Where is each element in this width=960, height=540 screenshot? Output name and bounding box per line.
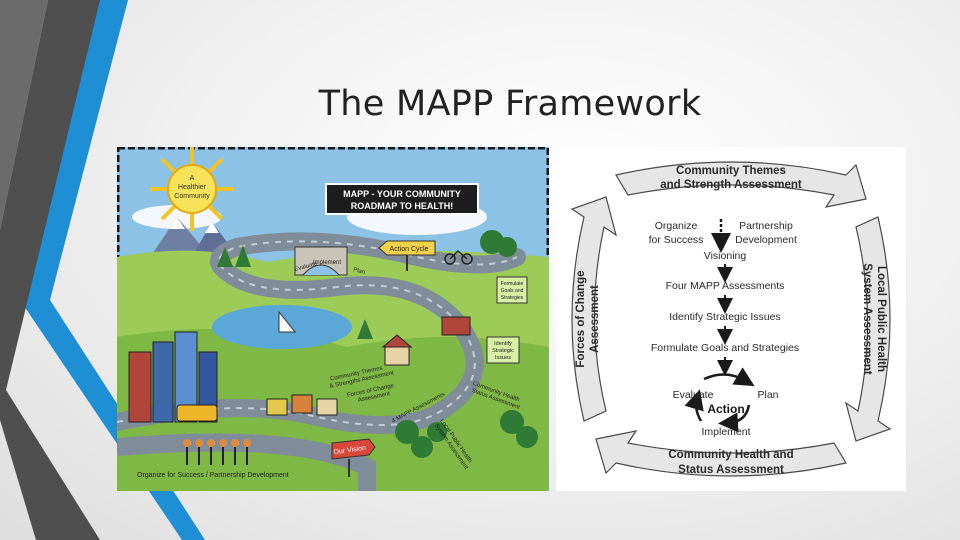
house — [441, 316, 471, 336]
trees — [217, 230, 538, 458]
formulate-sign-line: Strategies — [501, 295, 524, 301]
organize-label: for Success — [649, 234, 704, 246]
action-cycle-arrow — [703, 367, 755, 387]
gray-stripe — [0, 0, 48, 230]
visioning-label: Visioning — [704, 250, 747, 262]
building — [152, 341, 174, 423]
road-label-implement: Implement — [313, 260, 341, 266]
action-cycle-sign: Action Cycle — [378, 240, 436, 271]
people-heads — [183, 439, 251, 447]
cycle-arrow-bottom — [595, 430, 847, 477]
our-vision-label: Our Vision — [333, 445, 366, 456]
cycle-arrow-right — [845, 216, 892, 442]
road-bottom — [116, 433, 376, 491]
action-cycle-label: Action Cycle — [390, 246, 429, 253]
house — [384, 346, 410, 366]
road-label-plan: Plan — [352, 267, 365, 276]
top-arrow-label: and Strength Assessment — [660, 179, 802, 191]
house — [291, 394, 313, 414]
people — [186, 447, 248, 465]
roadmap-banner: MAPP - YOUR COMMUNITY ROADMAP TO HEALTH! — [325, 183, 479, 215]
house — [266, 398, 288, 416]
formulate-sign: Formulate Goals and Strategies — [496, 276, 528, 304]
cycle-arrow-left — [570, 196, 617, 422]
formulate-sign-line: Formulate — [501, 281, 524, 287]
bottom-arrow-label: Status Assessment — [678, 464, 784, 476]
organize-label: Organize — [655, 220, 698, 232]
partnership-label: Partnership — [739, 220, 793, 232]
formulate-label: Formulate Goals and Strategies — [651, 342, 799, 354]
school-bus — [176, 404, 218, 422]
banner-line: MAPP - YOUR COMMUNITY — [343, 189, 461, 199]
bottom-arrow-label: Community Health and — [668, 449, 793, 461]
mapp-cycle-diagram: Community Themes and Strength Assessment… — [556, 147, 906, 491]
bridge-arch — [302, 264, 340, 276]
four-mapp-label: Four MAPP Assessments — [666, 280, 785, 292]
our-vision-sign: Our Vision — [331, 438, 376, 477]
building — [128, 351, 152, 423]
action-cycle-arrow — [718, 404, 751, 433]
sun-label: A — [190, 175, 195, 182]
identify-sign-line: Issues — [495, 355, 511, 361]
identify-label: Identify Strategic Issues — [669, 311, 780, 323]
mountain-snow — [169, 217, 185, 229]
mountain-snow — [205, 222, 219, 233]
banner-line: ROADMAP TO HEALTH! — [351, 201, 454, 211]
identify-sign-line: Identify — [494, 341, 512, 347]
sun-icon: A Healthier Community — [150, 147, 234, 231]
dark-stripe — [0, 0, 100, 540]
bottom-caption: Organize for Success / Partnership Devel… — [137, 472, 289, 479]
right-arrow-label: System Assessment — [861, 263, 873, 375]
plan-label: Plan — [757, 389, 778, 401]
action-label: Action — [707, 402, 744, 416]
implement-label: Implement — [701, 426, 750, 438]
sun-label: Community — [174, 193, 210, 200]
top-arrow-label: Community Themes — [676, 165, 786, 177]
outer-cycle-arrows — [570, 161, 892, 477]
evaluate-label: Evaluate — [673, 389, 714, 401]
building — [174, 331, 198, 423]
road-center-line — [116, 240, 518, 426]
action-cycle-arrow — [684, 389, 704, 422]
partnership-label: Development — [735, 234, 797, 246]
identify-sign-line: Strategic — [492, 348, 514, 354]
identify-sign: Identify Strategic Issues — [486, 336, 520, 364]
cycle-arrow-top — [615, 161, 867, 208]
roadmap-illustration: A Healthier Community MAPP - YOUR COMMUN… — [108, 146, 550, 492]
sailboat — [278, 310, 297, 333]
sun-label: Healthier — [178, 184, 207, 191]
formulate-sign-line: Goals and — [501, 288, 524, 294]
house — [316, 398, 338, 416]
left-arrow-label: Forces of Change — [575, 270, 587, 367]
slide-title: The MAPP Framework — [318, 84, 702, 124]
left-arrow-label: Assessment — [589, 285, 601, 353]
house-roof — [381, 334, 413, 348]
right-arrow-label: Local Public Health — [875, 266, 887, 372]
bicycle-icon — [444, 249, 473, 265]
